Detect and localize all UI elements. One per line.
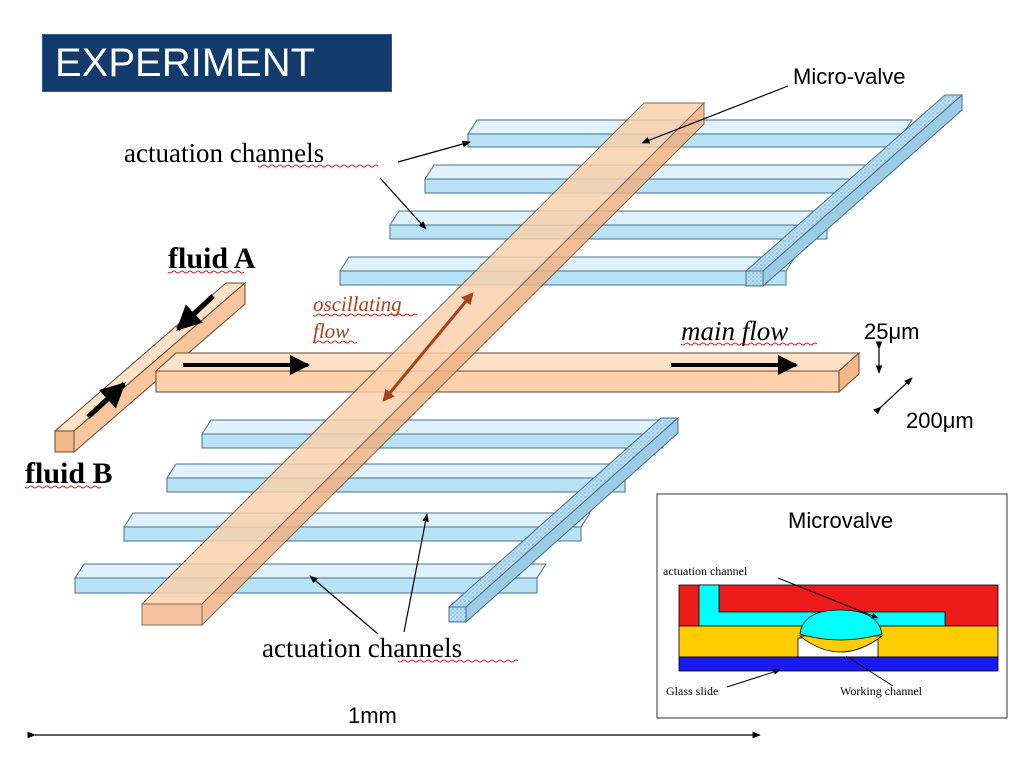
fluid-a-arrow (176, 294, 215, 331)
diagram-labels: Micro-valve actuation channels fluid A o… (25, 64, 974, 728)
top-channel-3 (389, 210, 837, 240)
oscillating-label-line2: flow (313, 319, 349, 343)
scale-indicators (27, 341, 913, 739)
bottom-channel-1 (201, 419, 673, 449)
width-scale-label: 200μm (906, 408, 974, 433)
leader-lines (309, 85, 789, 635)
top-label-leader-1 (397, 140, 471, 163)
top-manifold (744, 93, 964, 288)
fluid-b-arrow (86, 382, 126, 419)
inset-glass-slide (678, 656, 999, 672)
inset-working-channel-label: Working channel (840, 684, 923, 698)
actuation-channels-top-label: actuation channels (124, 138, 324, 168)
inset-valve-bulge (799, 609, 883, 641)
bottom-manifold (447, 416, 680, 624)
main-flow-label: main flow (681, 316, 788, 346)
fluid-b-label: fluid B (25, 457, 113, 490)
inset-glass-leader (726, 669, 781, 688)
inset-actuation-leader (777, 577, 879, 619)
spellcheck-underlines (24, 164, 818, 663)
fluid-a-label: fluid A (168, 242, 256, 275)
flow-arrows (86, 292, 798, 419)
bottom-label-leader-2 (403, 513, 429, 633)
microvalve-inset: Microvalve actuation channel Glass slide… (656, 493, 1008, 719)
inset-actuation-channel-label: actuation channel (663, 564, 748, 578)
bottom-label-leader-1 (309, 575, 379, 635)
length-scale-label: 1mm (348, 703, 397, 728)
oscillating-flow-arrow (382, 292, 474, 402)
bottom-channel-3 (123, 512, 591, 542)
slide-title: EXPERIMENT (55, 41, 316, 85)
micro-valve-label: Micro-valve (793, 64, 905, 89)
inset-membrane (798, 635, 884, 653)
top-channel-4 (339, 256, 796, 286)
inset-title: Microvalve (788, 508, 893, 533)
inset-working-leader (845, 655, 894, 687)
oscillating-label-line1: oscillating (313, 292, 402, 316)
title-banner: EXPERIMENT (42, 34, 392, 92)
actuation-channels-bottom-label: actuation channels (262, 633, 462, 663)
micro-valve-leader (641, 85, 789, 144)
bottom-channel-2 (166, 463, 635, 493)
main-flow-channel (154, 351, 861, 394)
top-label-leader-2 (379, 177, 427, 230)
height-scale-label: 25μm (864, 319, 919, 344)
inset-glass-slide-label: Glass slide (666, 684, 718, 698)
width-scale-arrow (873, 377, 913, 415)
